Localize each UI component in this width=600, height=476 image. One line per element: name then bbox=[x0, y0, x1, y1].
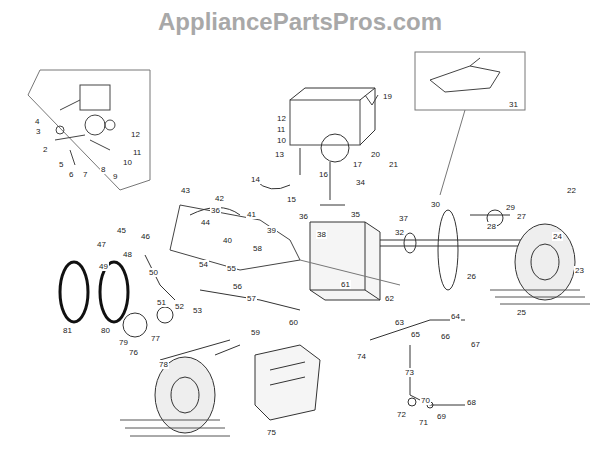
callout-number: 3 bbox=[35, 127, 41, 136]
callout-number: 7 bbox=[82, 170, 88, 179]
callout-number: 69 bbox=[436, 412, 447, 421]
callout-number: 20 bbox=[370, 150, 381, 159]
callout-number: 54 bbox=[198, 260, 209, 269]
callout-number: 57 bbox=[246, 294, 257, 303]
callout-number: 22 bbox=[566, 186, 577, 195]
callout-number: 23 bbox=[574, 266, 585, 275]
callout-number: 77 bbox=[150, 334, 161, 343]
callout-number: 47 bbox=[96, 240, 107, 249]
callout-number: 6 bbox=[68, 170, 74, 179]
callout-number: 73 bbox=[404, 368, 415, 377]
callout-number: 56 bbox=[232, 282, 243, 291]
callout-number: 44 bbox=[200, 218, 211, 227]
watermark: AppliancePartsPros.com bbox=[158, 8, 442, 36]
callout-number: 50 bbox=[148, 268, 159, 277]
callout-number: 16 bbox=[318, 170, 329, 179]
callout-number: 68 bbox=[466, 398, 477, 407]
callout-number: 76 bbox=[128, 348, 139, 357]
callout-number: 28 bbox=[486, 222, 497, 231]
callout-number: 40 bbox=[222, 236, 233, 245]
callout-number: 70 bbox=[420, 396, 431, 405]
callout-number: 14 bbox=[250, 175, 261, 184]
callout-number: 81 bbox=[62, 326, 73, 335]
callout-number: 35 bbox=[350, 210, 361, 219]
callout-number: 25 bbox=[516, 308, 527, 317]
callout-number: 21 bbox=[388, 160, 399, 169]
callout-number: 42 bbox=[214, 194, 225, 203]
callout-number: 12 bbox=[130, 130, 141, 139]
callout-number: 45 bbox=[116, 226, 127, 235]
callout-number: 11 bbox=[132, 148, 142, 157]
callout-number: 74 bbox=[356, 352, 367, 361]
callout-number: 10 bbox=[276, 136, 287, 145]
callout-number: 52 bbox=[174, 302, 185, 311]
callout-number: 12 bbox=[276, 114, 287, 123]
callout-number: 39 bbox=[266, 226, 277, 235]
callout-number: 59 bbox=[250, 328, 261, 337]
callout-number: 66 bbox=[440, 332, 451, 341]
callout-number: 46 bbox=[140, 232, 151, 241]
callout-number: 24 bbox=[552, 232, 563, 241]
callout-number: 2 bbox=[42, 145, 48, 154]
callout-number: 53 bbox=[192, 306, 203, 315]
callout-number: 78 bbox=[158, 360, 169, 369]
callout-number: 10 bbox=[122, 158, 133, 167]
callout-number: 48 bbox=[122, 250, 133, 259]
callout-number: 26 bbox=[466, 272, 477, 281]
callout-number: 75 bbox=[266, 428, 277, 437]
callout-number: 36 bbox=[210, 206, 221, 215]
callout-number: 79 bbox=[118, 338, 129, 347]
callout-number: 62 bbox=[384, 294, 395, 303]
callout-number: 31 bbox=[508, 100, 519, 109]
callout-number: 11 bbox=[276, 125, 286, 134]
callout-number: 60 bbox=[288, 318, 299, 327]
callout-number: 38 bbox=[316, 230, 327, 239]
callout-number: 30 bbox=[430, 200, 441, 209]
callout-number: 27 bbox=[516, 212, 527, 221]
callout-number: 80 bbox=[100, 326, 111, 335]
callout-number: 67 bbox=[470, 340, 481, 349]
callout-number: 36 bbox=[298, 212, 309, 221]
callout-number: 49 bbox=[98, 262, 109, 271]
callout-number: 13 bbox=[274, 150, 285, 159]
callout-number: 61 bbox=[340, 280, 351, 289]
callout-number: 64 bbox=[450, 312, 461, 321]
callout-number: 37 bbox=[398, 214, 409, 223]
callout-number: 19 bbox=[382, 92, 393, 101]
callout-number: 55 bbox=[226, 264, 237, 273]
callout-number: 58 bbox=[252, 244, 263, 253]
callout-number: 15 bbox=[286, 195, 297, 204]
callout-number: 17 bbox=[352, 160, 363, 169]
callout-number: 51 bbox=[156, 298, 167, 307]
callout-number: 41 bbox=[246, 210, 257, 219]
callout-number: 71 bbox=[418, 418, 429, 427]
callout-number: 63 bbox=[394, 318, 405, 327]
callout-number: 5 bbox=[58, 160, 64, 169]
callout-number: 65 bbox=[410, 330, 421, 339]
callout-number: 29 bbox=[505, 203, 516, 212]
callout-number: 43 bbox=[180, 186, 191, 195]
callout-number: 4 bbox=[34, 117, 40, 126]
callout-number: 72 bbox=[396, 410, 407, 419]
callout-number: 32 bbox=[394, 228, 405, 237]
callout-number: 8 bbox=[100, 165, 106, 174]
callout-number: 9 bbox=[112, 172, 118, 181]
callout-number: 34 bbox=[355, 178, 366, 187]
